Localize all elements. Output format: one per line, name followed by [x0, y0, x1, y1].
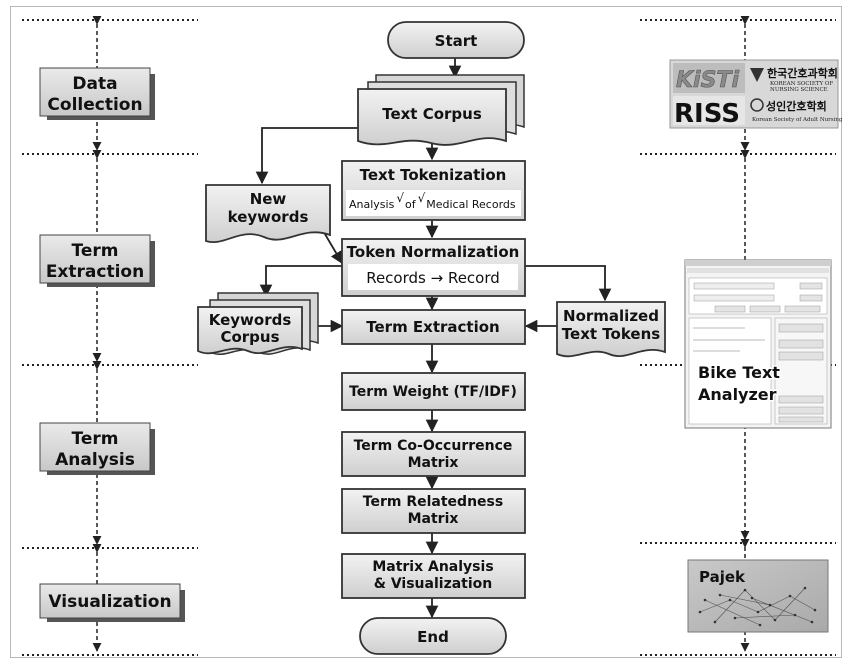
- kisti-logo: KiSTi: [673, 63, 745, 93]
- normalization-title: Token Normalization: [347, 243, 520, 261]
- riss-logo: RISS: [673, 96, 745, 129]
- phase-label-line: Term: [72, 429, 119, 449]
- normalized-tokens-line: Normalized: [563, 307, 659, 325]
- term-extraction-node: Term Extraction: [341, 309, 526, 345]
- kns-name: 한국간호과학회: [767, 66, 838, 80]
- text-corpus-label: Text Corpus: [382, 105, 482, 123]
- term-weight-label: Term Weight (TF/IDF): [349, 384, 517, 400]
- connectors: [255, 57, 612, 619]
- relatedness-matrix-node: Term Relatedness Matrix: [341, 488, 526, 534]
- tokenization-example: Analysis√of√Medical Records: [349, 191, 516, 211]
- term-weight-node: Term Weight (TF/IDF): [341, 372, 526, 411]
- relatedness-line: Term Relatedness: [363, 494, 503, 510]
- bike-text-analyzer-line: Bike Text: [698, 363, 780, 382]
- term-extraction-label: Term Extraction: [366, 318, 499, 336]
- matrix-analysis-line: Matrix Analysis: [372, 559, 493, 575]
- phase-label-line: Extraction: [46, 262, 144, 282]
- ksan-logo: 성인간호학회 Korean Society of Adult Nursing: [750, 98, 843, 123]
- phase-label-line: Term: [72, 241, 119, 261]
- riss-logo-text: RISS: [674, 99, 740, 129]
- matrix-analysis-node: Matrix Analysis & Visualization: [341, 553, 526, 599]
- kns-english-line: KOREAN SOCIETY OF: [770, 81, 833, 87]
- start-terminator: Start: [387, 21, 525, 59]
- diagram-frame: [10, 6, 842, 658]
- network-nodes: [698, 586, 817, 627]
- cooccurrence-matrix-node: Term Co-Occurrence Matrix: [341, 431, 526, 477]
- new-keywords-node: New keywords: [205, 184, 331, 244]
- phase-term-extraction: Term Extraction: [39, 234, 155, 287]
- tokenization-title: Text Tokenization: [360, 166, 507, 184]
- end-terminator: End: [359, 617, 507, 655]
- keywords-corpus-node: Keywords Corpus: [197, 292, 319, 355]
- kns-english-line: NURSING SCIENCE: [770, 87, 828, 93]
- cooccurrence-line: Matrix: [408, 455, 459, 471]
- phase-label-line: Data: [72, 74, 117, 94]
- pajek-screenshot: Pajek: [687, 559, 829, 633]
- start-label: Start: [435, 32, 478, 50]
- normalization-example: Records → Record: [366, 269, 500, 287]
- bike-text-analyzer-screenshot: Bike Text Analyzer: [684, 259, 832, 429]
- phase-label-line: Visualization: [48, 592, 171, 612]
- normalized-tokens-node: Normalized Text Tokens: [556, 301, 666, 358]
- keywords-corpus-line: Keywords: [209, 311, 292, 329]
- text-tokenization-node: Text Tokenization Analysis√of√Medical Re…: [341, 160, 526, 221]
- end-label: End: [417, 628, 449, 646]
- phase-separators: [22, 19, 836, 656]
- ksan-name: 성인간호학회: [766, 99, 827, 113]
- bike-text-analyzer-line: Analyzer: [698, 385, 777, 404]
- normalized-tokens-line: Text Tokens: [562, 325, 660, 343]
- ksan-emblem-icon: [750, 98, 764, 112]
- phase-data-collection: Data Collection: [39, 67, 155, 120]
- phase-label-line: Collection: [47, 95, 142, 115]
- kisti-logo-text: KiSTi: [676, 68, 739, 93]
- text-corpus-node: Text Corpus: [357, 74, 525, 146]
- relatedness-line: Matrix: [408, 511, 459, 527]
- new-keywords-line: keywords: [228, 208, 309, 226]
- phase-term-analysis: Term Analysis: [39, 422, 155, 475]
- data-sources-logos: KiSTi 한국간호과학회 KOREAN SOCIETY OF NURSING …: [669, 59, 843, 129]
- keywords-corpus-line: Corpus: [220, 328, 279, 346]
- ksan-english: Korean Society of Adult Nursing: [752, 117, 843, 123]
- kns-logo: 한국간호과학회 KOREAN SOCIETY OF NURSING SCIENC…: [750, 66, 838, 93]
- matrix-analysis-line: & Visualization: [374, 576, 493, 592]
- kns-emblem-icon: [750, 68, 764, 82]
- pajek-label: Pajek: [699, 568, 746, 586]
- phase-visualization: Visualization: [39, 583, 185, 622]
- new-keywords-line: New: [250, 190, 287, 208]
- phase-label-line: Analysis: [55, 450, 135, 470]
- cooccurrence-line: Term Co-Occurrence: [354, 438, 513, 454]
- token-normalization-node: Token Normalization Records → Record: [341, 238, 526, 297]
- network-graph-icon: [699, 587, 816, 626]
